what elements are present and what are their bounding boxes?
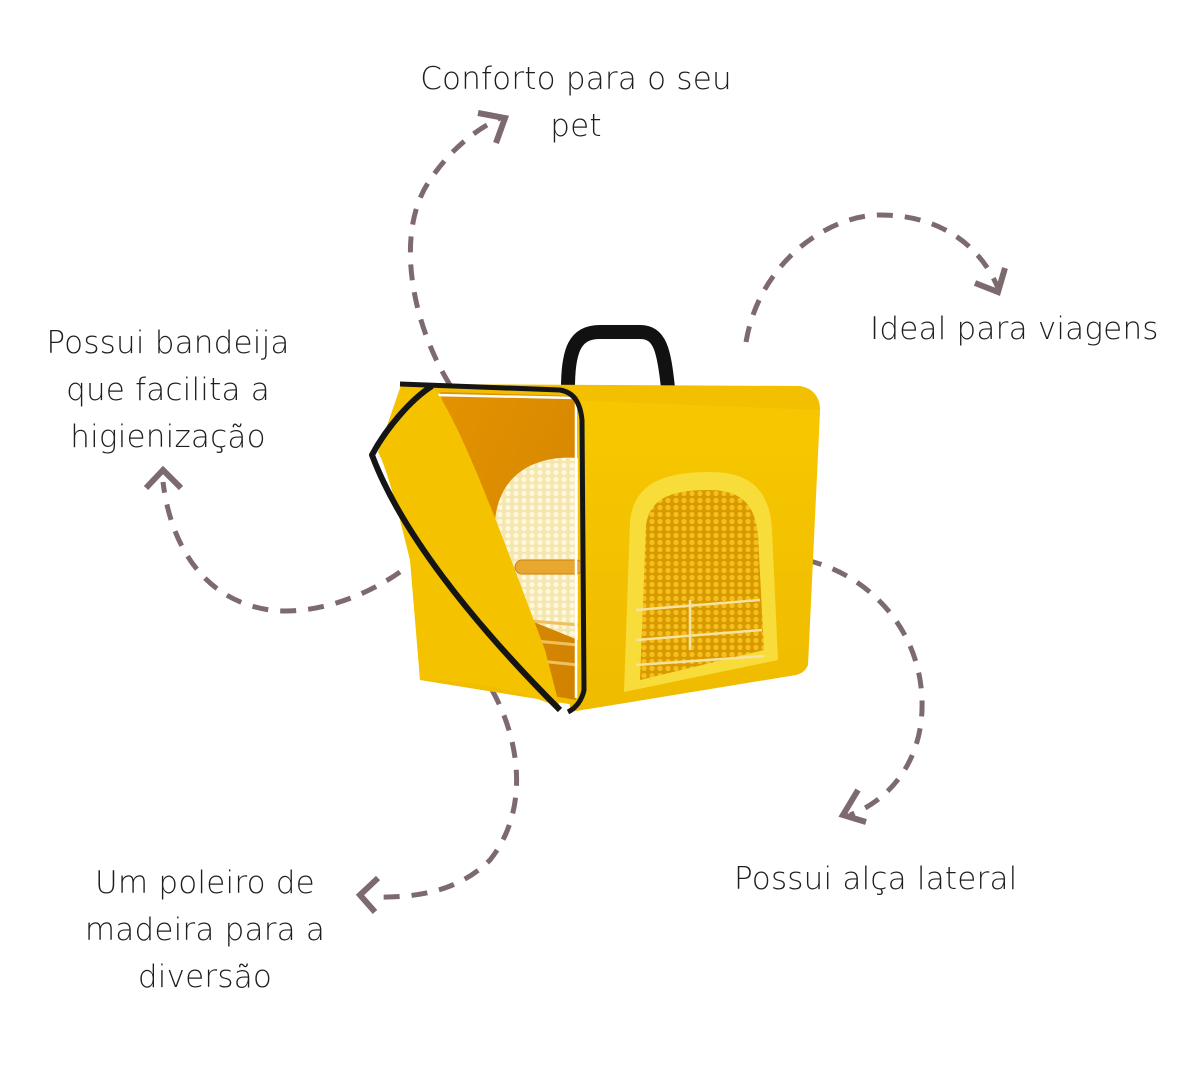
feature-handle-label: Possui alça lateral [734, 856, 1018, 903]
arrow-to-handle-icon [805, 557, 925, 825]
feature-tray-line-1: Possui bandeija [46, 325, 290, 361]
feature-travel-label: Ideal para viagens [870, 306, 1159, 353]
feature-tray-line-2: que facilita a [66, 372, 270, 408]
feature-perch-line-3: diversão [137, 959, 273, 995]
feature-tray-line-3: higienização [70, 419, 266, 455]
feature-comfort-line-1: Conforto para o seu [420, 61, 732, 97]
carrier-door-flap [378, 386, 560, 708]
arrow-to-perch-icon [355, 688, 519, 914]
feature-tray-label: Possui bandeija que facilita a higieniza… [36, 320, 300, 461]
feature-travel-line-1: Ideal para viagens [870, 311, 1159, 347]
feature-comfort-line-2: pet [550, 108, 602, 144]
feature-handle-line-1: Possui alça lateral [734, 861, 1018, 897]
feature-perch-label: Um poleiro de madeira para a diversão [74, 860, 336, 1001]
feature-perch-line-2: madeira para a [84, 912, 326, 948]
side-mesh-window [640, 490, 764, 680]
arrow-to-travel-icon [743, 212, 1008, 343]
feature-comfort-label: Conforto para o seu pet [400, 56, 752, 150]
arrow-to-tray-icon [143, 465, 402, 614]
wooden-perch-icon [514, 559, 584, 575]
carry-handle-icon [561, 325, 675, 389]
arrow-to-comfort-icon [407, 110, 510, 387]
feature-perch-line-1: Um poleiro de [95, 865, 315, 901]
zipper-icon [369, 383, 563, 713]
